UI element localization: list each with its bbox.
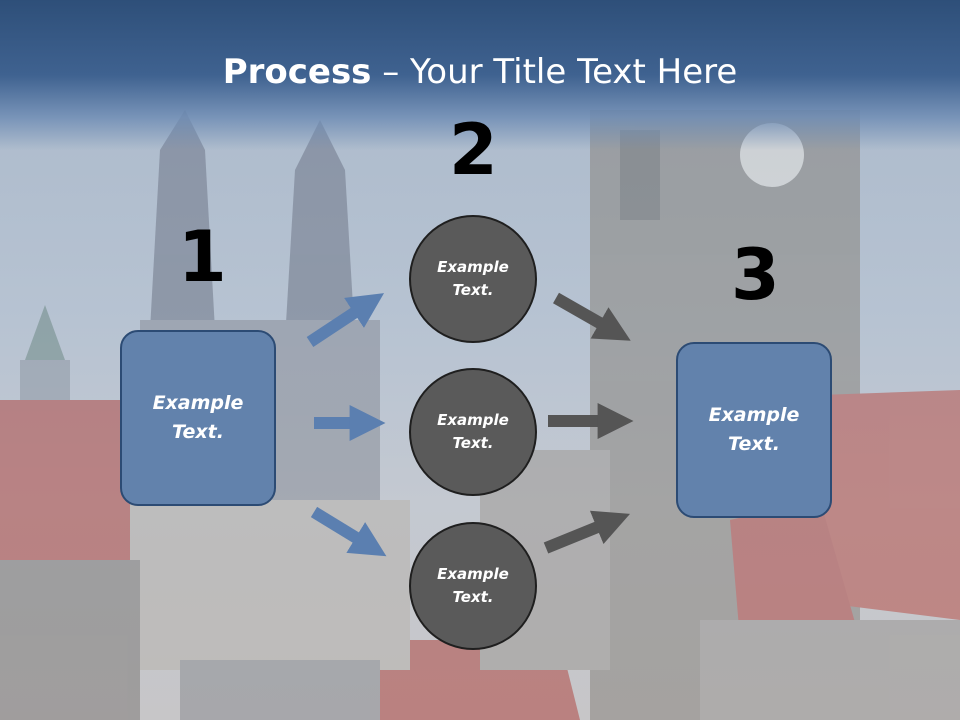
circle-top-line1: Example (437, 258, 509, 276)
left-box-line2: Text. (172, 421, 224, 443)
circle-middle-line2: Text. (452, 434, 494, 452)
title-bold: Process (222, 52, 372, 92)
right-box-line1: Example (708, 404, 800, 426)
right-box-line2: Text. (728, 433, 780, 455)
step-number-2: 2 (449, 109, 498, 191)
arrow-left-to-bottom (310, 506, 387, 557)
circle-bottom-line1: Example (437, 565, 509, 583)
circle-middle-line1: Example (437, 411, 509, 429)
circle-top-line2: Text. (452, 281, 494, 299)
arrow-bottom-to-right (543, 510, 631, 554)
title-rest: – Your Title Text Here (371, 52, 738, 92)
arrow-top-to-right (553, 292, 631, 341)
circle-bottom-line2: Text. (452, 588, 494, 606)
step-number-3: 3 (731, 234, 780, 316)
page-title: Process – Your Title Text Here (0, 52, 960, 92)
left-box-line1: Example (152, 392, 244, 414)
title-banner (0, 0, 960, 150)
step-number-1: 1 (178, 216, 227, 298)
arrow-left-to-top (306, 293, 385, 348)
